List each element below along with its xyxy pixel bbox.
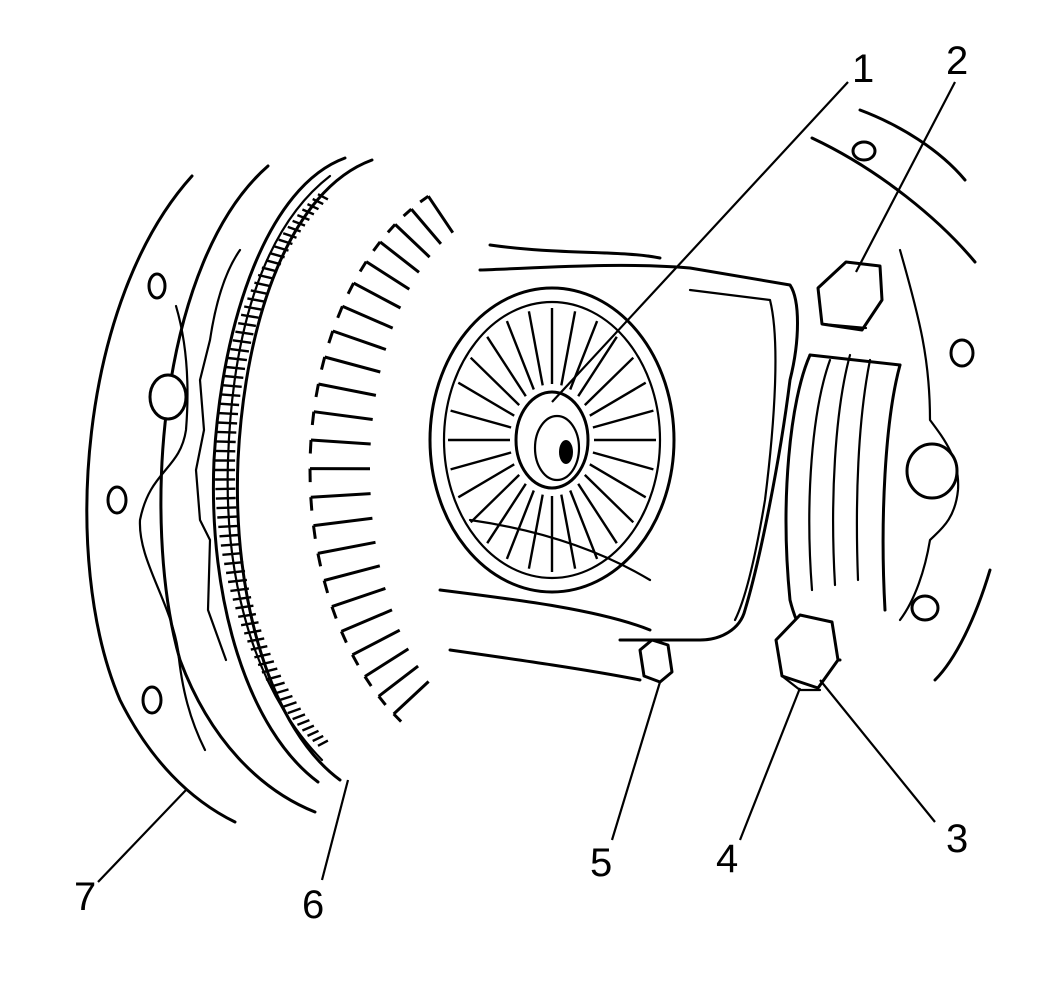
callout-3: 3 [946, 817, 968, 861]
housing-bolt-holes [106, 140, 975, 715]
ring-gear-rim [194, 156, 374, 784]
leader-6 [320, 779, 350, 881]
callout-7: 7 [74, 875, 96, 919]
differential-case [438, 243, 799, 682]
bearing-cap-bolt-upper [816, 260, 884, 332]
callout-6: 6 [302, 883, 324, 927]
callout-4: 4 [716, 837, 738, 881]
callout-5: 5 [590, 841, 612, 885]
case-window [428, 286, 676, 594]
leader-4 [738, 687, 802, 841]
leader-5 [610, 681, 662, 841]
leader-lines [97, 81, 956, 883]
leader-7 [97, 789, 187, 883]
housing-flange [85, 108, 992, 824]
leader-3 [819, 679, 936, 823]
ring-gear-teeth [308, 194, 455, 723]
callouts: 1 2 3 4 5 6 7 [74, 39, 968, 927]
leader-2 [855, 81, 956, 273]
leader-1 [551, 81, 849, 403]
bearing-cap [784, 353, 902, 662]
pinion-shaft-end [514, 390, 590, 490]
bearing-cap-bolt-lower [774, 613, 840, 692]
callout-2: 2 [946, 39, 968, 83]
pinion-shaft-lock-bolt [638, 638, 674, 684]
callout-1: 1 [852, 47, 874, 91]
